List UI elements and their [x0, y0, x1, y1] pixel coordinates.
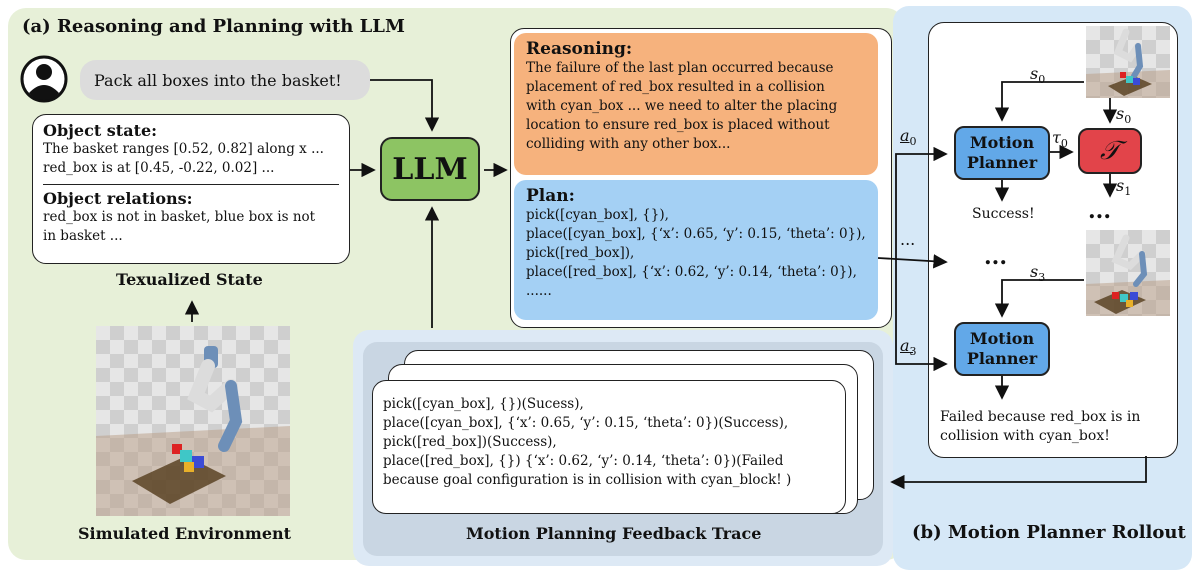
- reasoning-line: location to ensure red_box is placed wit…: [526, 117, 830, 133]
- user-avatar-icon: [20, 55, 68, 103]
- instruction-text: Pack all boxes into the basket!: [94, 70, 342, 90]
- motion-planner-label: Motion: [969, 133, 1035, 152]
- state-divider: [43, 184, 339, 185]
- symbol-tau0: τ0: [1052, 128, 1068, 151]
- plan-line: place([red_box], {‘x’: 0.62, ‘y’: 0.14, …: [526, 264, 857, 280]
- reasoning-box: Reasoning: The failure of the last plan …: [514, 33, 878, 175]
- motion-planner-label: Planner: [966, 349, 1038, 368]
- symbol-a0: a0: [900, 126, 917, 149]
- trace-line: pick([red_box])(Success),: [383, 434, 557, 450]
- trace-line: place([red_box], {}) {‘x’: 0.62, ‘y’: 0.…: [383, 453, 784, 469]
- symbol-s0: s0: [1116, 104, 1132, 127]
- failed-line: collision with cyan_box!: [940, 428, 1110, 444]
- reasoning-line: placement of red_box resulted in a colli…: [526, 79, 825, 95]
- object-state-heading: Object state:: [43, 121, 158, 140]
- object-relations-line: red_box is not in basket, blue box is no…: [43, 209, 316, 225]
- transition-symbol: 𝒯: [1100, 135, 1120, 166]
- transition-model-node: 𝒯: [1078, 128, 1142, 174]
- ellipsis: ...: [900, 230, 916, 249]
- reasoning-line: with cyan_box ... we need to alter the p…: [526, 98, 838, 114]
- object-state-line: red_box is at [0.45, -0.22, 0.02] ...: [43, 160, 275, 176]
- environment-caption: Simulated Environment: [78, 524, 292, 543]
- success-label: Success!: [972, 206, 1035, 222]
- rollout-state-image-0: [1086, 26, 1170, 98]
- object-relations-heading: Object relations:: [43, 189, 193, 208]
- reasoning-line: The failure of the last plan occurred be…: [526, 60, 834, 76]
- trace-caption: Motion Planning Feedback Trace: [466, 524, 762, 543]
- object-relations-line: in basket ...: [43, 228, 123, 244]
- llm-label: LLM: [392, 151, 468, 187]
- symbol-s3: s3: [1030, 262, 1046, 285]
- trace-line: pick([cyan_box], {})(Sucess),: [383, 396, 584, 412]
- failed-line: Failed because red_box is in: [940, 409, 1141, 425]
- ellipsis: ...: [1088, 198, 1111, 224]
- symbol-a3: a3: [900, 336, 917, 359]
- motion-planner-node: Motion Planner: [954, 322, 1050, 376]
- trace-line: place([cyan_box], {‘x’: 0.65, ‘y’: 0.15,…: [383, 415, 789, 431]
- plan-line: ......: [526, 283, 552, 299]
- plan-box: Plan: pick([cyan_box], {}), place([cyan_…: [514, 180, 878, 320]
- reasoning-heading: Reasoning:: [526, 39, 633, 59]
- rollout-state-image-3: [1086, 230, 1170, 316]
- panel-a-title: (a) Reasoning and Planning with LLM: [22, 16, 405, 37]
- symbol-s1: s1: [1116, 176, 1132, 199]
- llm-node: LLM: [380, 137, 480, 201]
- trace-card-front: pick([cyan_box], {})(Sucess), place([cya…: [372, 380, 846, 514]
- plan-line: pick([cyan_box], {}),: [526, 207, 669, 223]
- motion-planner-node: Motion Planner: [954, 126, 1050, 180]
- object-state-line: The basket ranges [0.52, 0.82] along x .…: [43, 141, 324, 157]
- motion-planner-label: Motion: [969, 329, 1035, 348]
- plan-line: place([cyan_box], {‘x’: 0.65, ‘y’: 0.15,…: [526, 226, 866, 242]
- state-caption: Texualized State: [116, 270, 263, 289]
- ellipsis: ...: [984, 244, 1007, 270]
- panel-b-title: (b) Motion Planner Rollout: [912, 522, 1186, 543]
- textualized-state-box: Object state: The basket ranges [0.52, 0…: [32, 114, 350, 264]
- plan-heading: Plan:: [526, 186, 575, 206]
- plan-line: pick([red_box]),: [526, 245, 635, 261]
- trace-line: because goal configuration is in collisi…: [383, 472, 792, 488]
- symbol-s0: s0: [1030, 64, 1046, 87]
- failed-label: Failed because red_box is in collision w…: [940, 408, 1140, 446]
- instruction-bubble: Pack all boxes into the basket!: [80, 60, 370, 100]
- simulated-environment-image: [96, 326, 290, 516]
- motion-planner-label: Planner: [966, 153, 1038, 172]
- reasoning-line: colliding with any other box...: [526, 136, 731, 152]
